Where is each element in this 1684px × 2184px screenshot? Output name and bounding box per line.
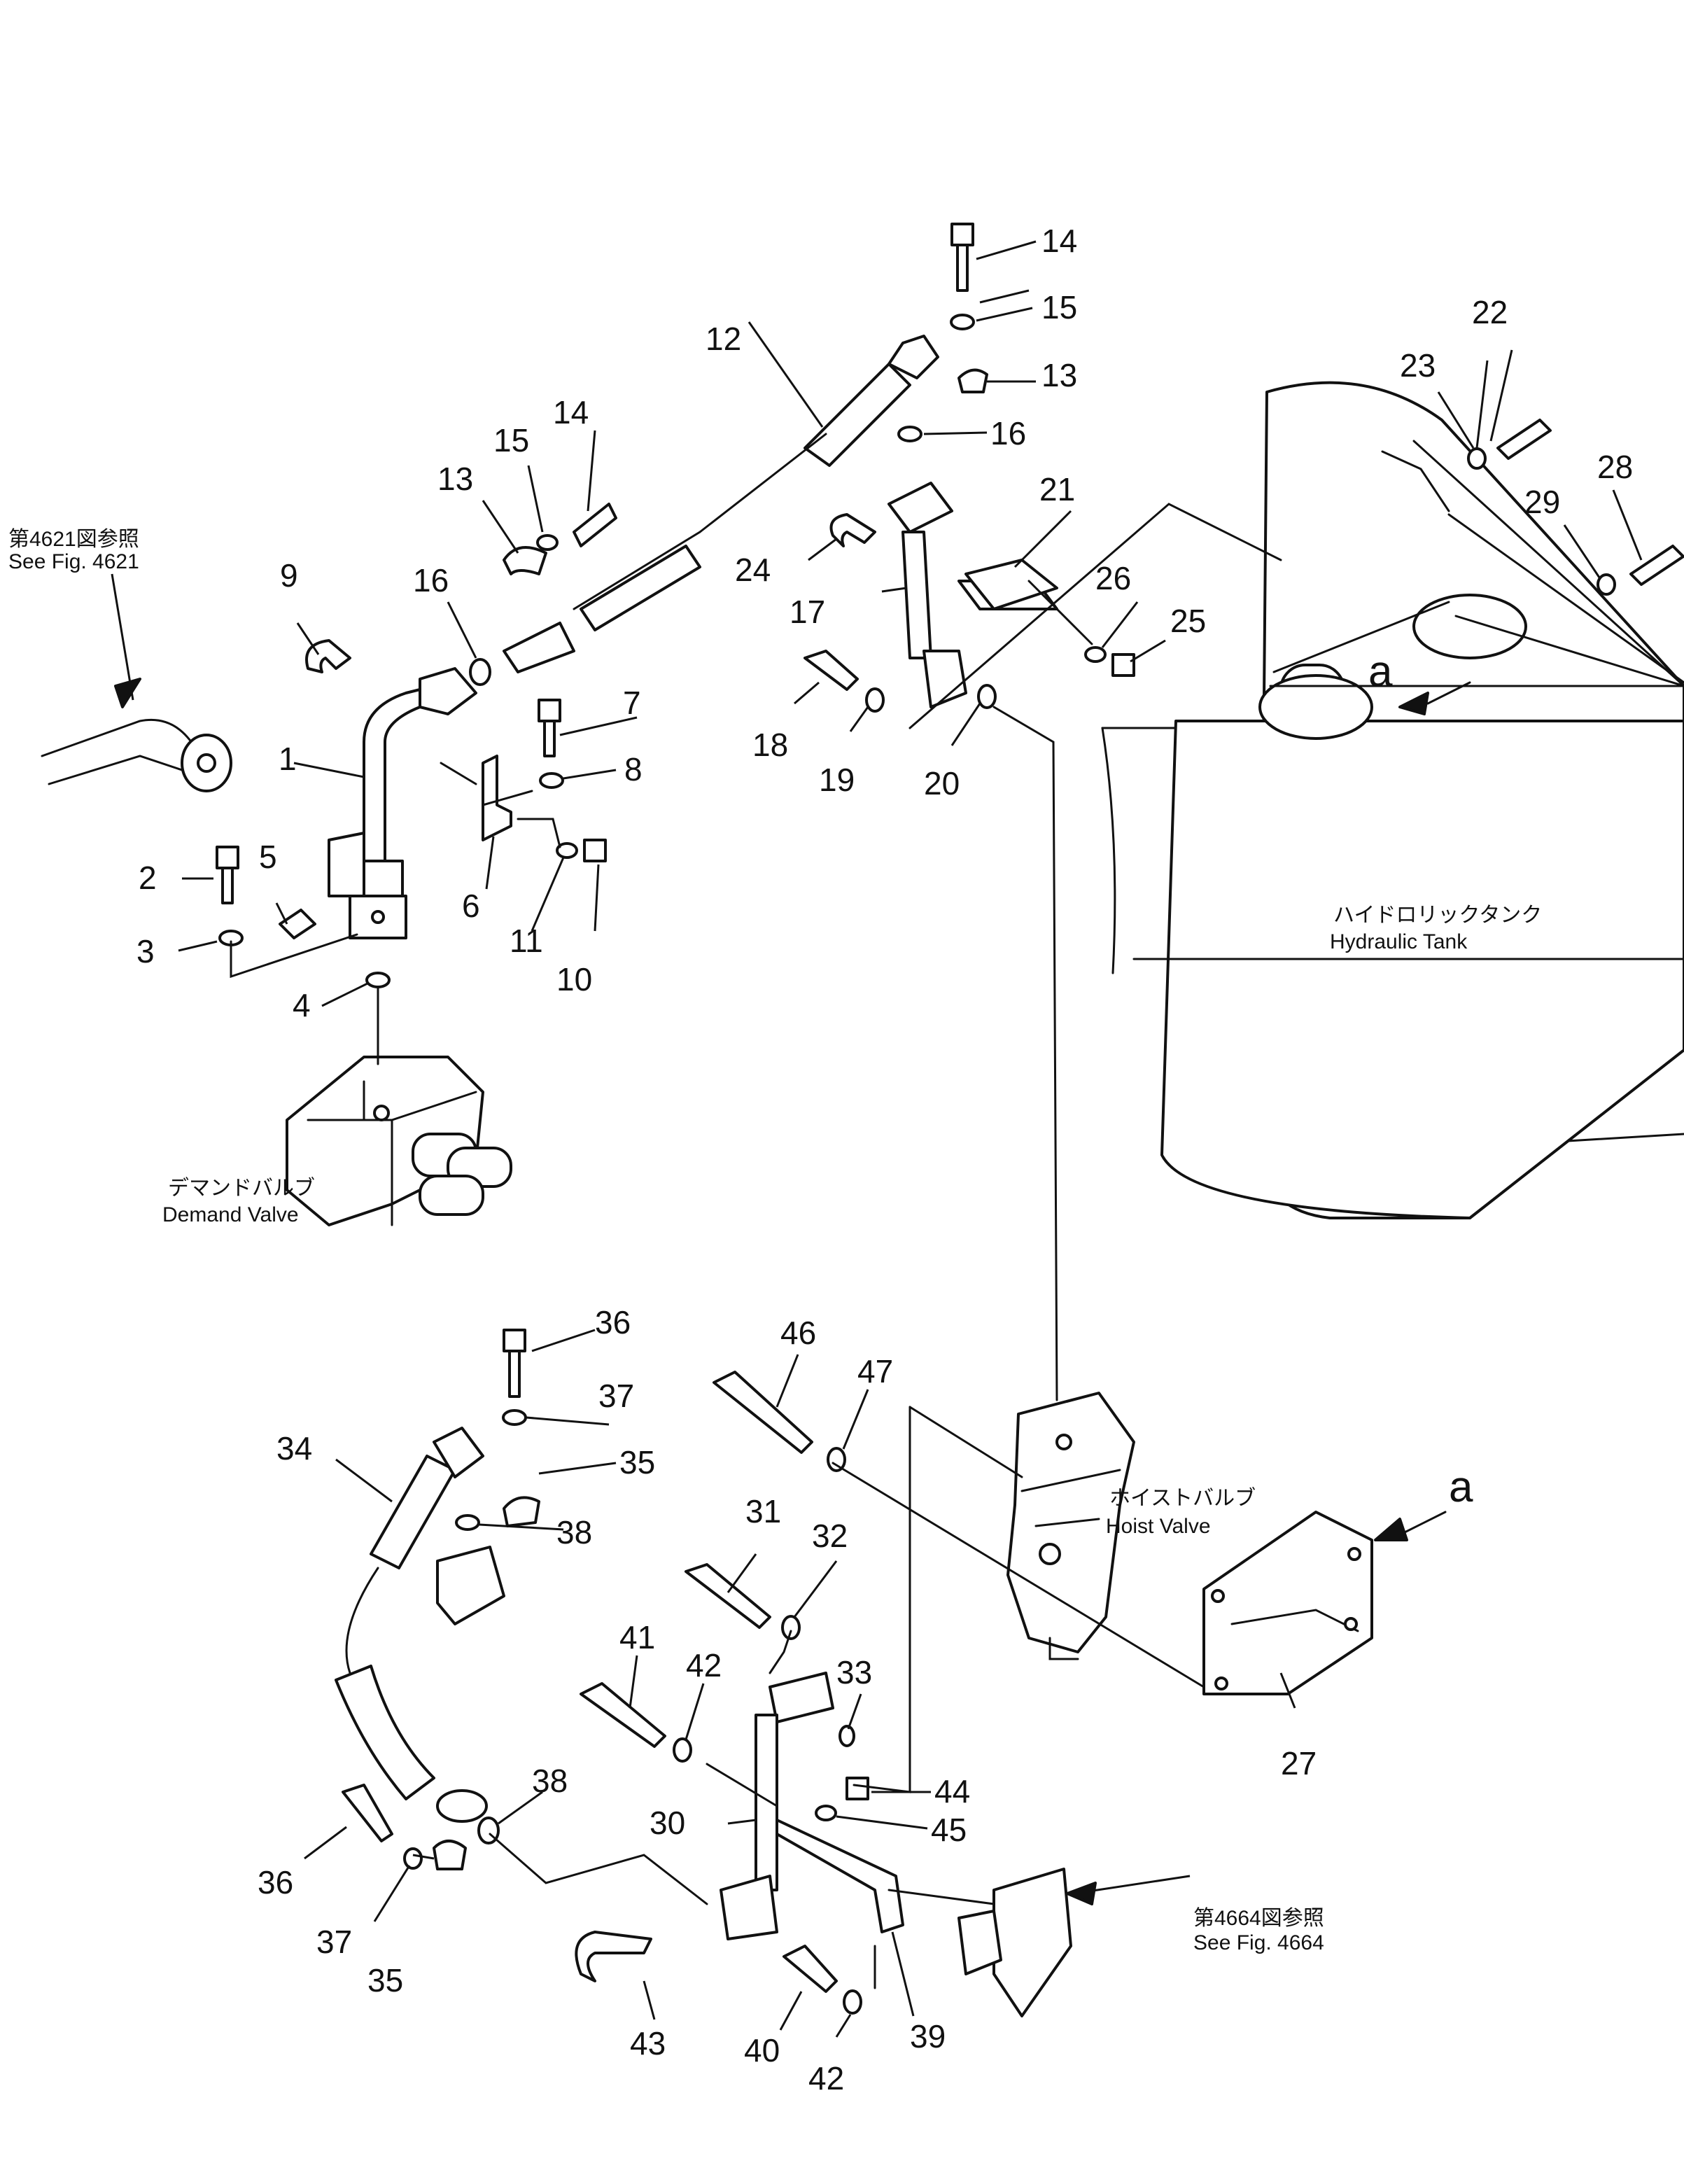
callout-15-left: 15 — [493, 422, 529, 458]
callout-12: 12 — [706, 321, 741, 357]
callout-15-right: 15 — [1041, 289, 1077, 326]
callout-17: 17 — [790, 594, 825, 630]
callout-24: 24 — [735, 552, 771, 588]
arrowheads — [114, 678, 1471, 1905]
see-fig-4621-jp: 第4621図参照 — [8, 528, 139, 551]
see-fig-4664-jp: 第4664図参照 — [1193, 1907, 1324, 1930]
callout-40: 40 — [744, 2032, 780, 2068]
callout-5: 5 — [259, 839, 277, 875]
callout-16-left: 16 — [413, 562, 449, 598]
callout-37-top: 37 — [598, 1378, 634, 1414]
callout-7: 7 — [623, 685, 641, 721]
callout-29: 29 — [1524, 484, 1560, 520]
callout-20: 20 — [924, 765, 960, 802]
leader-lines — [111, 240, 1643, 2038]
callout-9: 9 — [280, 557, 298, 594]
bracket-27 — [1202, 1511, 1373, 1695]
callout-44: 44 — [934, 1773, 970, 1809]
ref-hose-4621 — [41, 718, 232, 792]
callout-25: 25 — [1170, 603, 1206, 639]
callout-13-left: 13 — [437, 461, 473, 497]
callout-36-bottom: 36 — [258, 1864, 293, 1900]
callout-2: 2 — [139, 860, 157, 896]
callout-30: 30 — [650, 1805, 685, 1841]
callout-27: 27 — [1281, 1745, 1317, 1782]
callout-42-bottom: 42 — [808, 2060, 844, 2096]
callout-38-bottom: 38 — [532, 1763, 568, 1799]
callout-35-top: 35 — [619, 1444, 655, 1480]
callout-26: 26 — [1095, 560, 1131, 596]
callout-32: 32 — [812, 1518, 848, 1554]
callout-14-top: 14 — [1041, 223, 1077, 259]
demand-valve — [286, 1056, 512, 1226]
callout-42-mid: 42 — [686, 1647, 722, 1684]
ref-valve-4664 — [957, 1868, 1072, 2017]
pipe-1 — [328, 667, 477, 939]
callout-39: 39 — [910, 2018, 946, 2054]
callout-33: 33 — [836, 1654, 872, 1690]
callout-13-right: 13 — [1041, 357, 1077, 393]
callout-23: 23 — [1400, 347, 1436, 384]
view-a-marker-top: a — [1368, 648, 1393, 696]
callout-34: 34 — [276, 1430, 312, 1466]
hoist-valve-en: Hoist Valve — [1106, 1515, 1211, 1538]
callout-11: 11 — [510, 923, 543, 959]
hardware — [216, 223, 1684, 2015]
callout-numbers: 1 2 3 4 5 6 7 8 9 10 11 12 13 13 14 14 1… — [136, 223, 1633, 2096]
demand-valve-en: Demand Valve — [162, 1203, 299, 1226]
callout-45: 45 — [931, 1812, 967, 1848]
callout-46: 46 — [780, 1315, 816, 1351]
callout-19: 19 — [819, 762, 855, 798]
flange-block — [436, 1546, 505, 1625]
hydraulic-tank-jp: ハイドロリックタンク — [1333, 904, 1542, 927]
callout-18: 18 — [752, 727, 788, 763]
callout-31: 31 — [745, 1493, 781, 1530]
callout-43: 43 — [630, 2025, 666, 2062]
pipe-30 — [720, 1672, 834, 1940]
callout-14-left: 14 — [553, 394, 589, 430]
callout-8: 8 — [624, 751, 643, 788]
view-a-marker-bottom: a — [1449, 1463, 1473, 1511]
callout-47: 47 — [857, 1353, 893, 1390]
callout-22: 22 — [1472, 294, 1508, 330]
see-fig-4621-en: See Fig. 4621 — [8, 550, 139, 573]
callout-37-bottom: 37 — [316, 1924, 352, 1960]
demand-valve-jp: デマンドバルブ — [168, 1177, 315, 1200]
callout-21: 21 — [1039, 471, 1075, 507]
hydraulic-tank — [1101, 381, 1684, 1219]
callout-3: 3 — [136, 933, 155, 969]
hose-12 — [503, 335, 939, 673]
callout-10: 10 — [556, 961, 592, 997]
callout-4: 4 — [293, 987, 311, 1023]
callout-36-top: 36 — [595, 1304, 631, 1340]
hoist-valve-jp: ホイストバルブ — [1109, 1487, 1256, 1510]
callout-41: 41 — [619, 1619, 655, 1656]
callout-16-right: 16 — [990, 415, 1026, 451]
caption-labels: 第4621図参照 See Fig. 4621 ハイドロリックタンク Hydrau… — [8, 528, 1542, 1954]
bracket-6 — [482, 755, 533, 841]
callout-6: 6 — [462, 888, 480, 924]
callout-1: 1 — [279, 741, 297, 777]
hose-34 — [335, 1427, 488, 1823]
callout-28: 28 — [1597, 449, 1633, 485]
bracket-39 — [776, 1819, 904, 1933]
see-fig-4664-en: See Fig. 4664 — [1193, 1931, 1324, 1954]
callout-35-bottom: 35 — [367, 1962, 403, 1998]
callout-38-top: 38 — [556, 1514, 592, 1550]
hydraulic-tank-en: Hydraulic Tank — [1330, 930, 1468, 953]
